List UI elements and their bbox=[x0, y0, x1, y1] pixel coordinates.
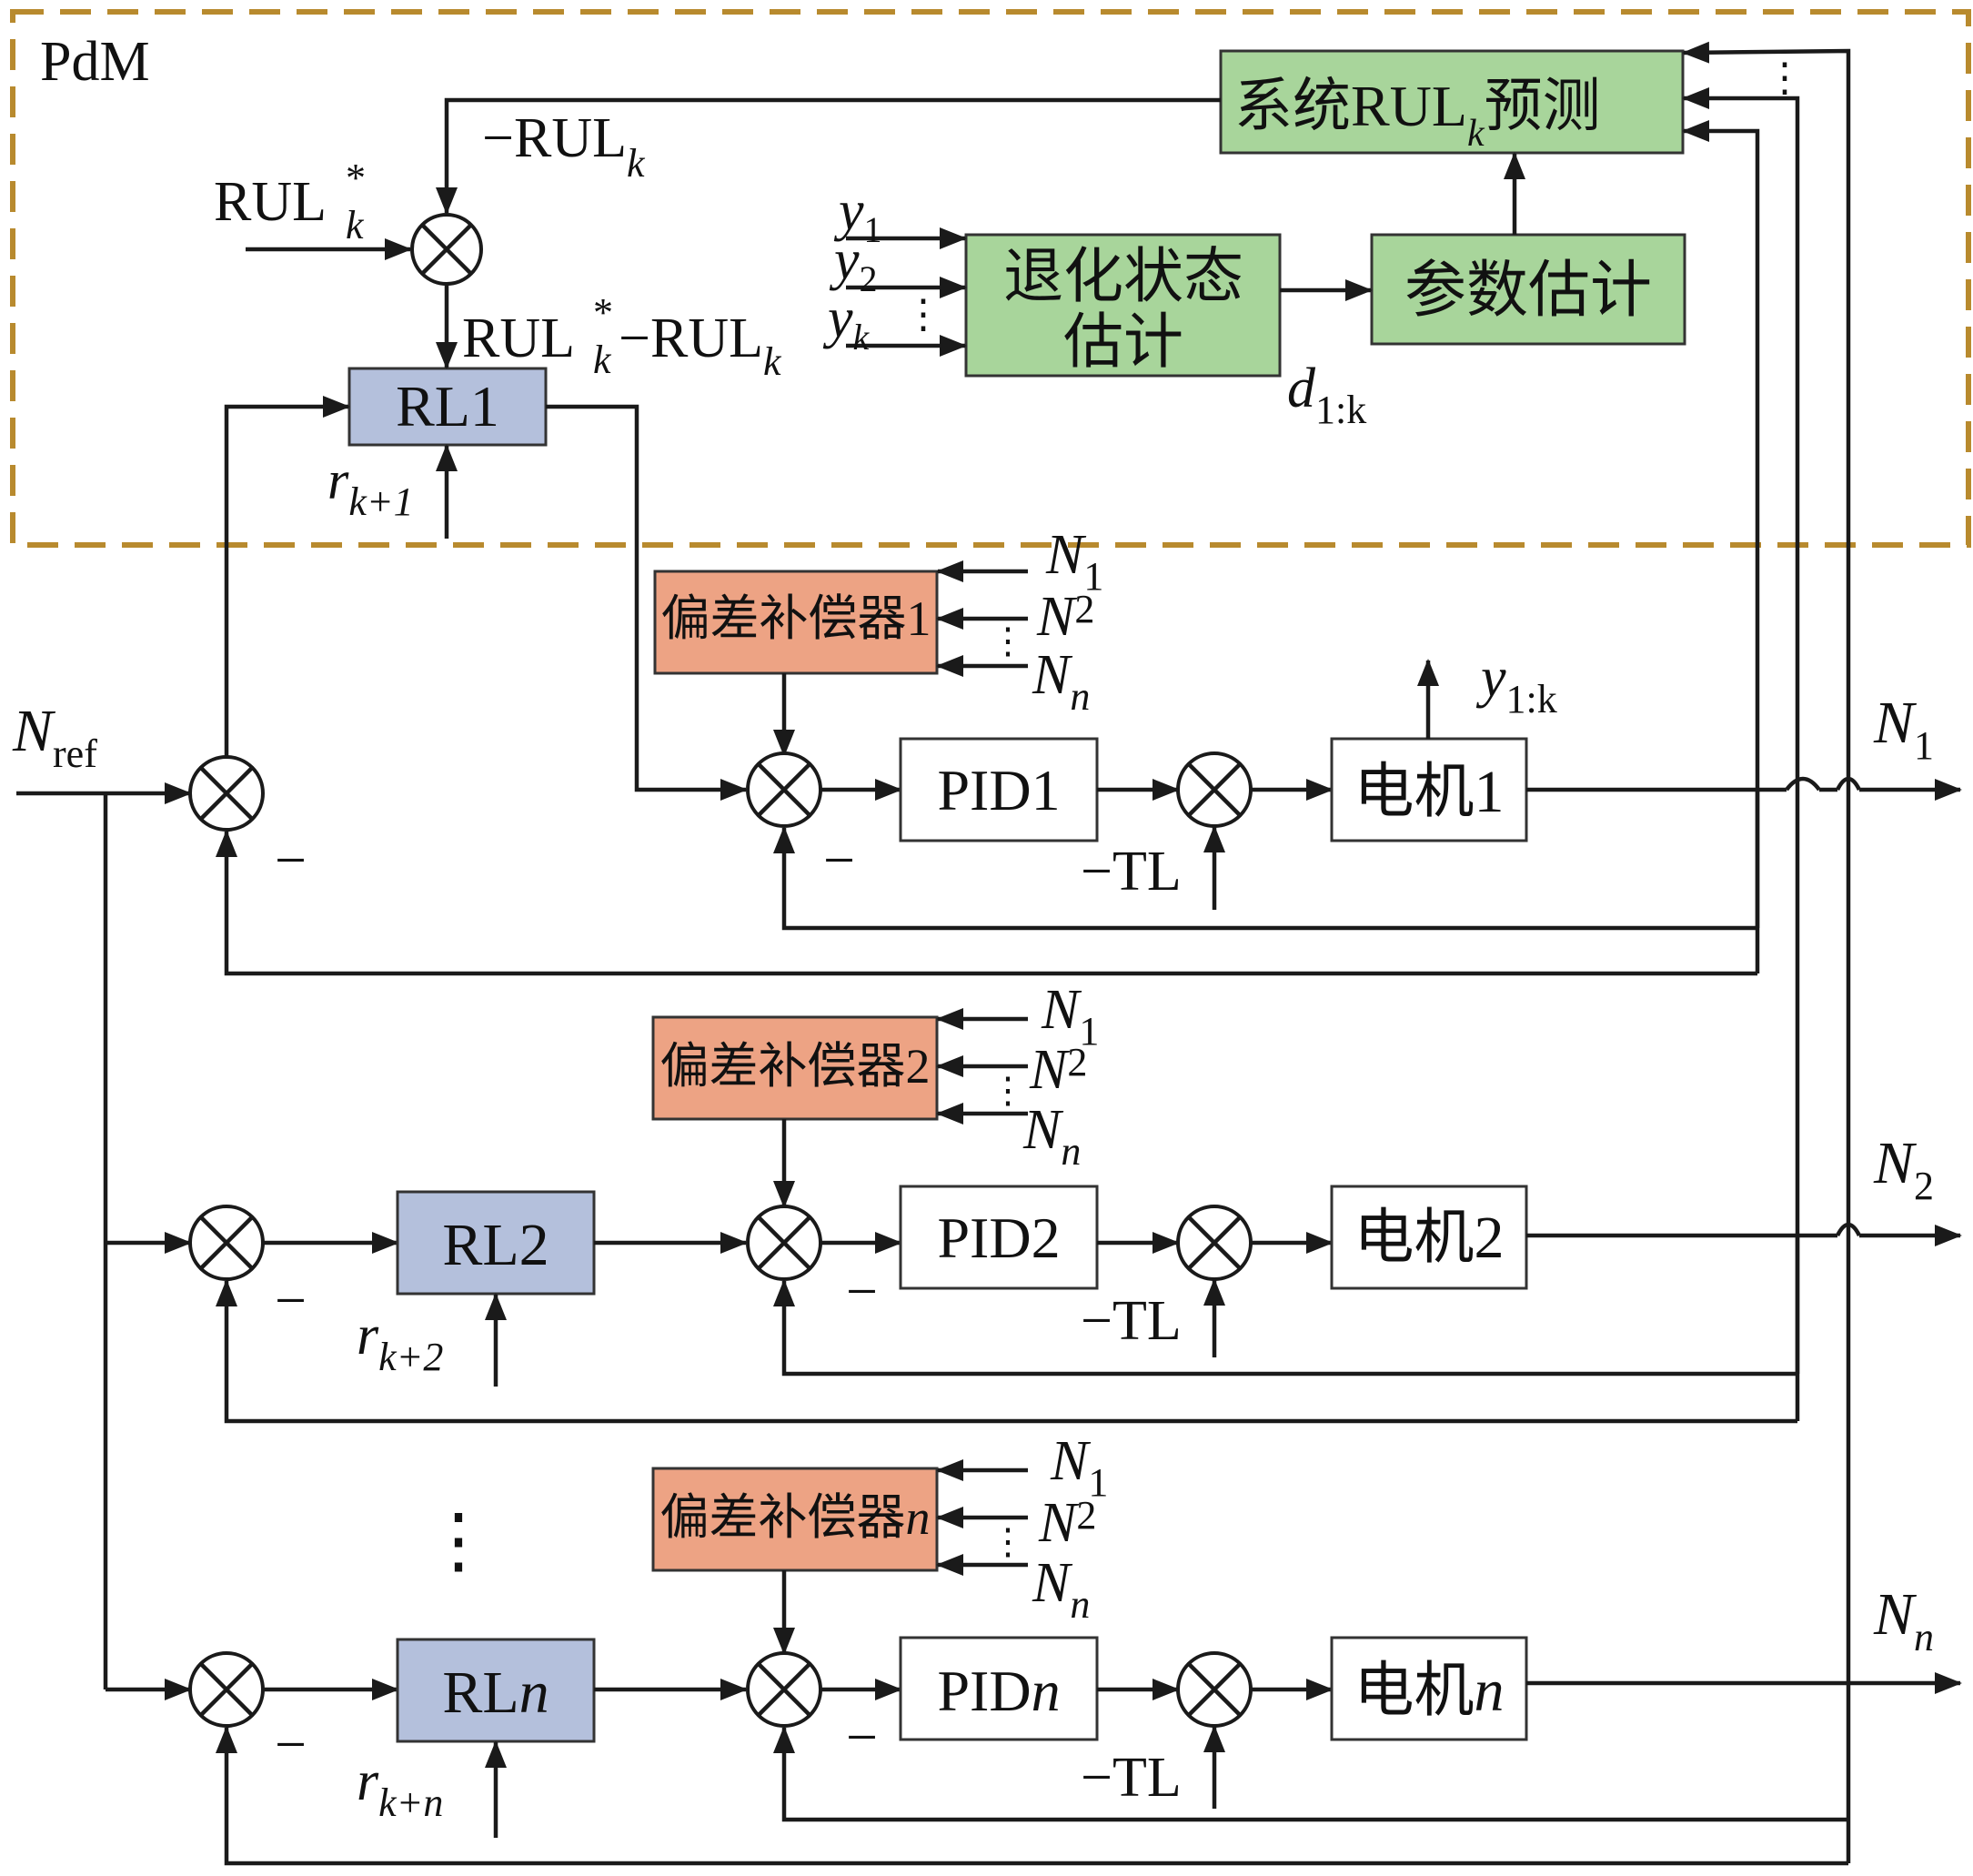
rl2-block bbox=[396, 1190, 596, 1296]
motor2-label: 电机2 bbox=[1354, 1205, 1505, 1271]
pidn-block bbox=[899, 1636, 1099, 1741]
n1-hop-2 bbox=[1835, 776, 1862, 792]
rown-tl-label: −TL bbox=[1081, 1747, 1182, 1809]
nn-to-rul-wire bbox=[1682, 41, 1851, 1863]
row2-tl-label: −TL bbox=[1081, 1290, 1182, 1352]
parameter-estimation-label: 参数估计 bbox=[1404, 256, 1652, 325]
pidn-label: PIDn bbox=[937, 1659, 1060, 1723]
rows-vdots: ⋮ bbox=[422, 1501, 495, 1581]
row2-minus-outer: − bbox=[275, 1270, 307, 1332]
row1-n2-label: N2 bbox=[1036, 586, 1094, 648]
pdm-label: PdM bbox=[40, 31, 150, 93]
motorn-block bbox=[1330, 1636, 1528, 1741]
nref-label: Nref bbox=[12, 698, 97, 776]
motor1-label: 电机1 bbox=[1354, 759, 1505, 825]
minus-rul-label: −RULk bbox=[482, 107, 646, 186]
rln-label: RLn bbox=[442, 1659, 549, 1726]
row1-nn-label: Nn bbox=[1032, 644, 1090, 719]
row1-minus-inner: − bbox=[823, 830, 855, 892]
rl2-label: RL2 bbox=[442, 1212, 549, 1278]
rul-diff-label-b: −RULk bbox=[619, 308, 782, 384]
row2-minus-inner: − bbox=[846, 1261, 878, 1323]
d-label: d1:k bbox=[1287, 358, 1366, 432]
row1-n1-label: N1 bbox=[1045, 524, 1103, 599]
rul-diff-sup: * bbox=[593, 290, 613, 335]
pid1-label: PID1 bbox=[937, 758, 1060, 822]
n1-hop-1 bbox=[1785, 776, 1821, 792]
nn-output-label: Nn bbox=[1873, 1581, 1934, 1659]
n1-to-rul-wire bbox=[1682, 120, 1760, 928]
rown-minus-inner: − bbox=[846, 1707, 878, 1769]
n2-to-rul-wire bbox=[1682, 87, 1800, 1374]
pid1-block bbox=[899, 737, 1099, 842]
y-output-label: y1:k bbox=[1475, 647, 1557, 721]
row1-error-to-rl1-wire bbox=[224, 396, 350, 757]
row2-nn-label: Nn bbox=[1022, 1099, 1081, 1174]
rul-prediction-label: 系统RULk预测 bbox=[1234, 74, 1601, 155]
row1-vdots: ⋮ bbox=[990, 620, 1026, 661]
row2-n2-label: N2 bbox=[1029, 1039, 1087, 1101]
degradation-estimation-block bbox=[964, 233, 1282, 378]
rul-diff-label: RUL bbox=[462, 308, 575, 369]
n2-hop bbox=[1835, 1222, 1862, 1237]
pid2-block bbox=[899, 1185, 1099, 1290]
rown-nn-label: Nn bbox=[1032, 1552, 1090, 1627]
rown-compensator-label: 偏差补偿器n bbox=[660, 1490, 931, 1545]
rown-minus-outer: − bbox=[275, 1714, 307, 1776]
rl1-to-row1-wire bbox=[546, 404, 748, 801]
row1-compensator-label: 偏差补偿器1 bbox=[661, 591, 931, 646]
row2-compensator-label: 偏差补偿器2 bbox=[660, 1039, 931, 1094]
rown-n1-label: N1 bbox=[1050, 1430, 1108, 1505]
degradation-line2: 估计 bbox=[1063, 309, 1183, 376]
rul-prediction-block bbox=[1219, 49, 1685, 155]
row2-outer-feedback bbox=[216, 1279, 1797, 1424]
rul-star-sup: * bbox=[346, 156, 366, 200]
pid2-label: PID2 bbox=[937, 1205, 1060, 1270]
row2-inner-feedback bbox=[773, 1279, 1797, 1377]
rown-outer-feedback bbox=[216, 1726, 1848, 1866]
n2-output-label: N2 bbox=[1873, 1130, 1934, 1208]
row1-inner-feedback bbox=[773, 826, 1757, 931]
rown-n2-label: N2 bbox=[1038, 1492, 1096, 1554]
r-k2-label: rk+2 bbox=[357, 1305, 443, 1379]
motor2-block bbox=[1330, 1185, 1528, 1290]
r-k1-label: rk+1 bbox=[327, 450, 414, 524]
yk-label: yk bbox=[822, 287, 871, 358]
rul-star-sub: k bbox=[346, 203, 365, 247]
row1-minus-outer: − bbox=[275, 830, 307, 892]
row1-tl-label: −TL bbox=[1081, 841, 1182, 903]
y2-label: y2 bbox=[829, 229, 878, 299]
pdm-boundary bbox=[10, 9, 1971, 548]
y1-label: y1 bbox=[833, 180, 882, 250]
rul-feedback-wire bbox=[436, 97, 1221, 215]
rul-diff-sub: k bbox=[593, 338, 612, 382]
row1-outer-feedback bbox=[216, 830, 1757, 976]
rl1-label: RL1 bbox=[396, 374, 499, 439]
rown-inner-feedback bbox=[773, 1726, 1848, 1822]
y-inputs-vdots: ⋮ bbox=[903, 292, 943, 337]
row2-vdots: ⋮ bbox=[990, 1070, 1026, 1111]
degradation-line1: 退化状态 bbox=[1003, 244, 1243, 310]
row2-n1-label: N1 bbox=[1041, 979, 1099, 1054]
row2-compensator-block bbox=[651, 1015, 939, 1121]
rown-vdots: ⋮ bbox=[990, 1521, 1026, 1562]
r-kn-label: rk+n bbox=[357, 1750, 443, 1825]
n1-output-label: N1 bbox=[1873, 690, 1934, 768]
rul-inputs-vdots: ⋮ bbox=[1765, 55, 1805, 100]
motorn-label: 电机n bbox=[1354, 1658, 1505, 1724]
rul-star-label: RUL bbox=[214, 171, 327, 233]
